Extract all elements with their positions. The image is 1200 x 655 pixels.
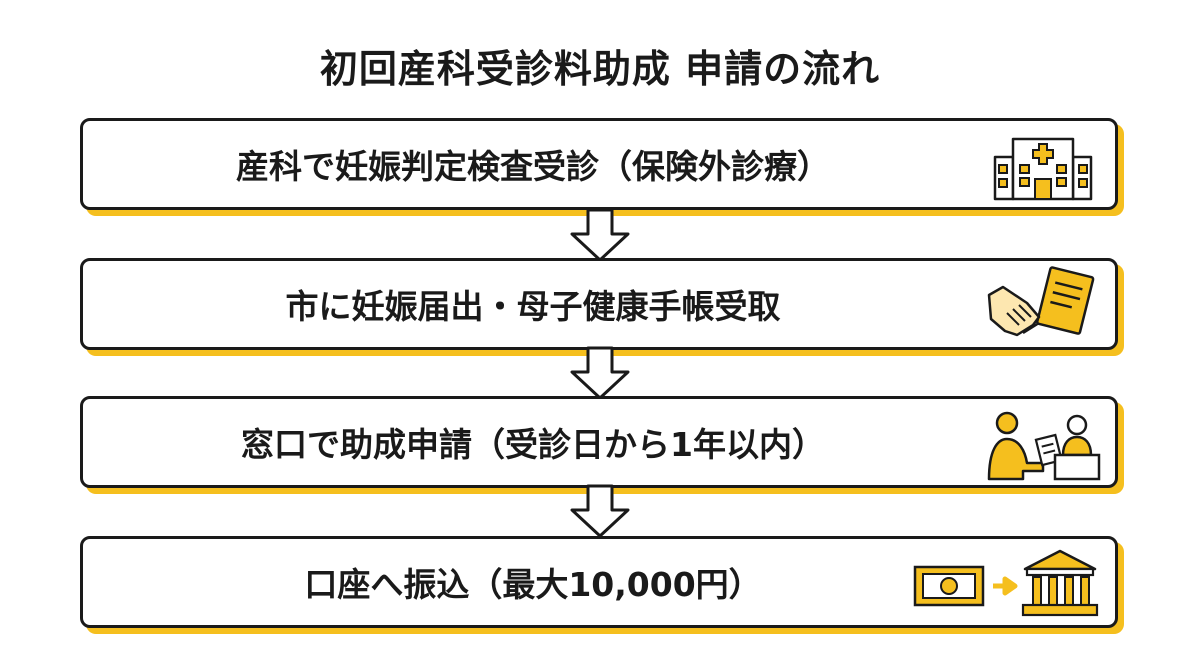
down-arrow-icon: [570, 346, 630, 400]
step-3-label: 窓口で助成申請（受診日から1年以内）: [241, 425, 825, 464]
down-arrow-icon: [570, 208, 630, 262]
bank-icon: [1021, 549, 1099, 617]
money-to-bank-icon: [913, 549, 1099, 617]
down-arrow-icon: [570, 484, 630, 538]
step-1: 産科で妊娠判定検査受診（保険外診療）: [80, 118, 1118, 210]
reception-counter-icon: [987, 411, 1101, 481]
step-1-label: 産科で妊娠判定検査受診（保険外診療）: [236, 147, 830, 186]
step-4-label: 口座へ振込（最大10,000円）: [304, 565, 762, 604]
hospital-icon: [993, 137, 1093, 201]
banknote-icon: [913, 565, 985, 607]
page-title: 初回産科受診料助成 申請の流れ: [319, 47, 881, 91]
arrow-right-icon: [993, 576, 1018, 596]
handshake-document-icon: [987, 266, 1095, 337]
step-4: 口座へ振込（最大10,000円）: [80, 536, 1118, 628]
step-3: 窓口で助成申請（受診日から1年以内）: [80, 396, 1118, 488]
step-2-label: 市に妊娠届出・母子健康手帳受取: [285, 287, 781, 326]
step-2: 市に妊娠届出・母子健康手帳受取: [80, 258, 1118, 350]
